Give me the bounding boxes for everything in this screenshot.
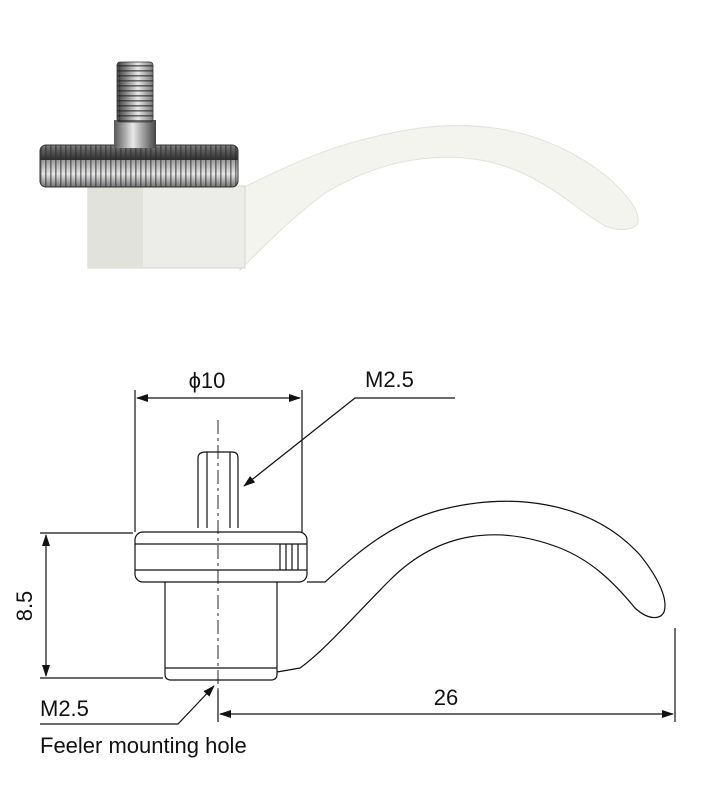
knurled-head-outline [134,531,308,583]
length-label: 26 [434,685,458,710]
thread-leader-top [243,397,455,487]
feeler-arm-outline [276,500,666,673]
mounting-hole-caption: Feeler mounting hole [40,733,247,758]
knurled-screw-feeler-photo [39,61,639,272]
height-dimension [40,532,163,679]
body-cylinder-outline [164,582,278,681]
thread-label-top: M2.5 [365,367,414,392]
height-label: 8.5 [12,591,37,622]
thread-label-bottom: M2.5 [40,696,89,721]
threaded-pin-outline [197,451,239,528]
technical-drawing [40,390,676,725]
length-dimension [217,628,676,722]
diameter-dimension [134,390,303,532]
threaded-stud-photo [117,62,153,122]
knurled-head-photo [40,145,238,187]
diameter-label: ϕ10 [189,368,226,393]
thread-leader-bottom [40,685,215,725]
feeler-arm-photo [237,125,639,272]
